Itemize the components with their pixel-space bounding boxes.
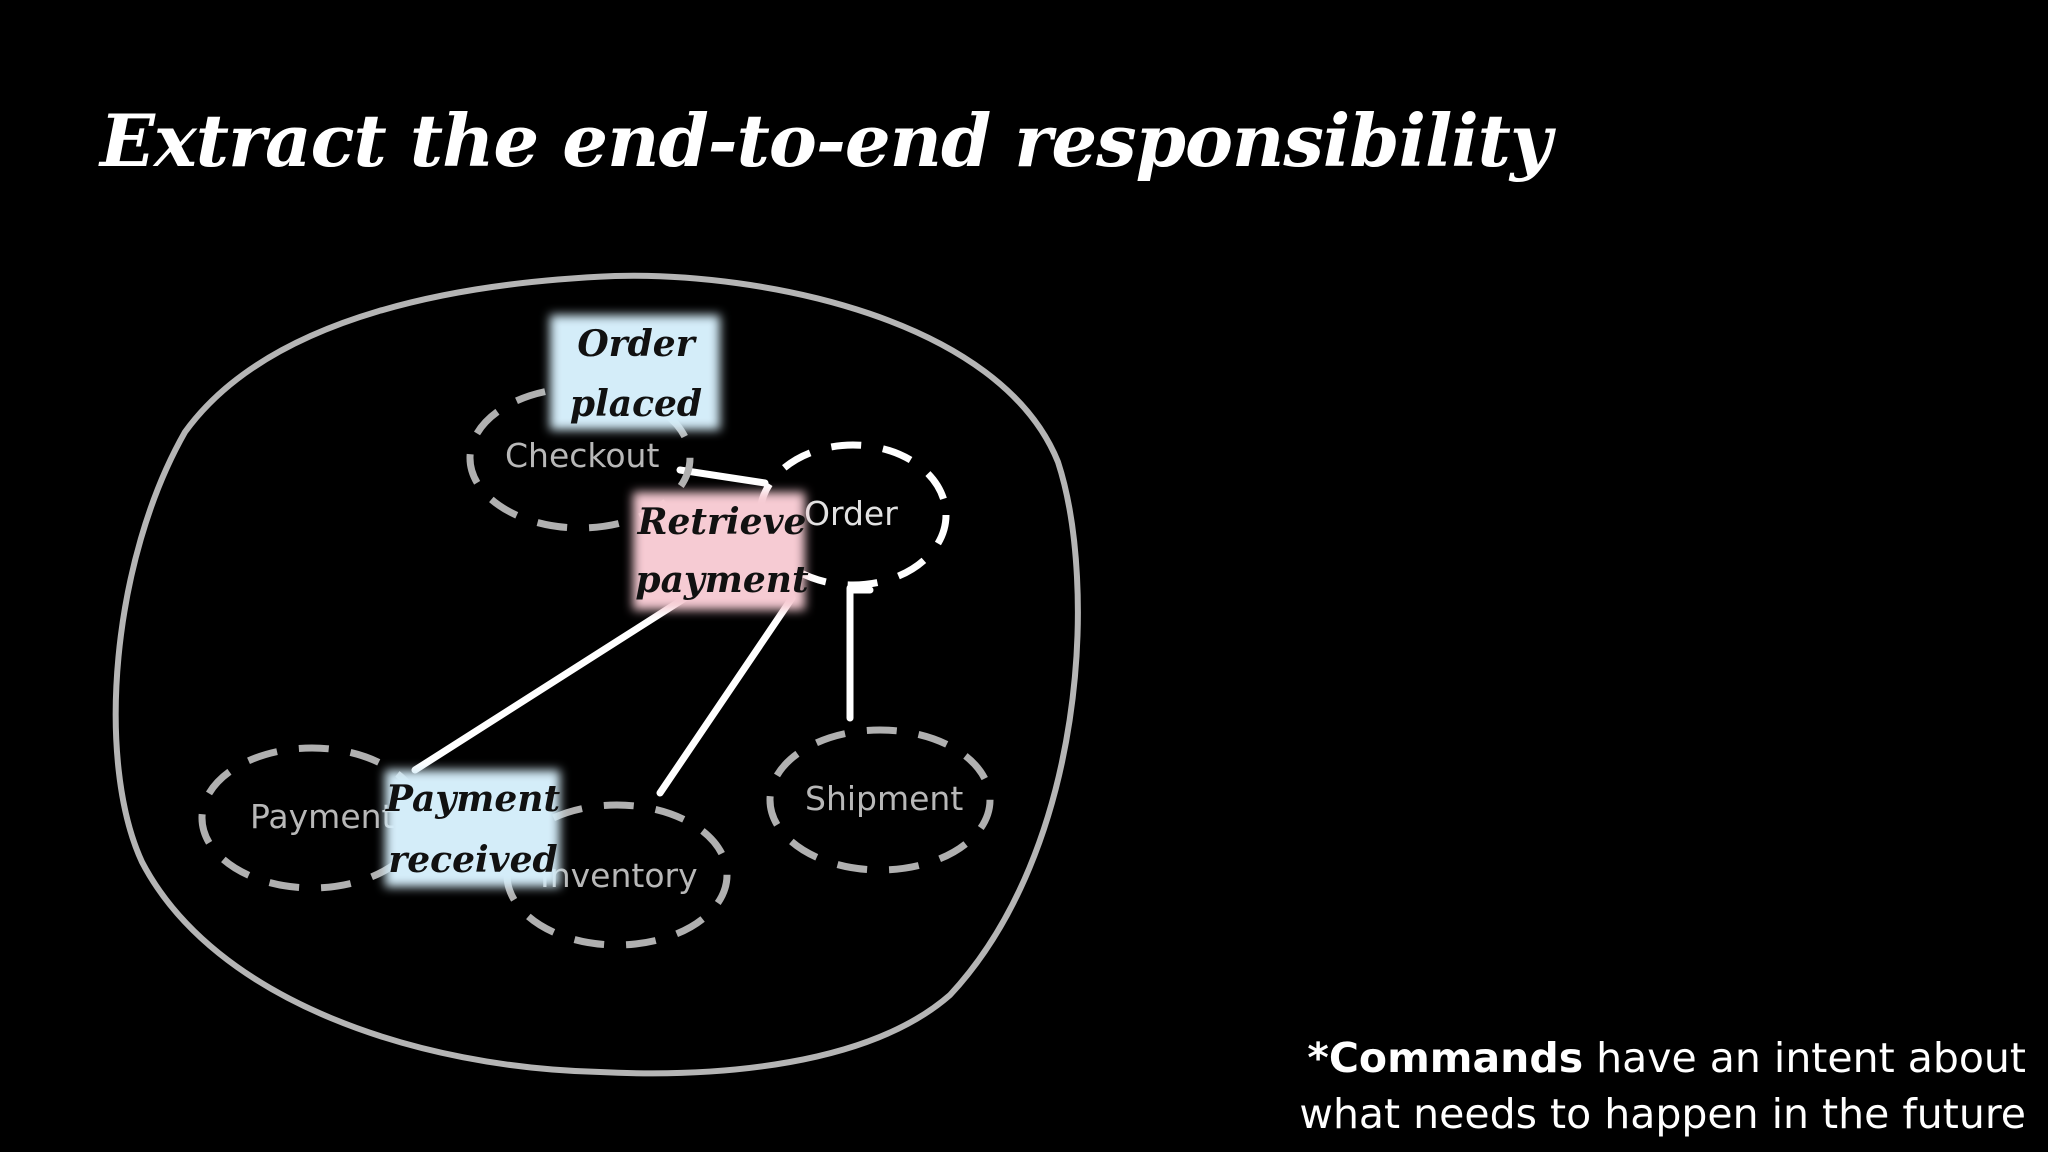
footnote-line-1-rest: have an intent about	[1583, 1034, 2026, 1082]
sticky-order-placed-note	[550, 315, 720, 430]
sticky-payment-received-note	[385, 770, 560, 887]
connector-inventory-line	[656, 594, 796, 797]
sticky-retrieve-payment-line1: Retrieve	[637, 501, 807, 543]
context-label-shipment: Shipment	[805, 779, 963, 818]
sticky-retrieve-payment-note	[633, 492, 805, 610]
sticky-order-placed: Order placed	[550, 315, 720, 430]
sticky-payment-received-line1: Payment	[385, 778, 561, 820]
sticky-order-placed-line2: placed	[570, 383, 702, 425]
context-order	[756, 441, 950, 589]
sticky-retrieve-payment-line2: payment	[635, 559, 809, 601]
context-label-inventory: Inventory	[540, 856, 698, 895]
footnote-emphasis: *Commands	[1307, 1034, 1584, 1082]
context-label-order: Order	[804, 494, 898, 533]
sticky-payment-received-line2: received	[388, 839, 557, 881]
context-label-checkout: Checkout	[505, 436, 659, 475]
footnote-line-1: *Commands have an intent about	[1299, 1030, 2026, 1086]
system-boundary	[112, 272, 1081, 1077]
footnote: *Commands have an intent about what need…	[1299, 1030, 2026, 1142]
context-label-payment: Payment	[250, 797, 395, 836]
connector-payment-line	[411, 594, 689, 774]
context-shipment	[766, 726, 994, 874]
slide-title: Extract the end-to-end responsibility	[100, 98, 1552, 183]
sticky-payment-received: Payment received	[385, 770, 561, 887]
footnote-line-2: what needs to happen in the future	[1299, 1090, 2026, 1138]
connector-checkout-order	[676, 466, 769, 487]
sticky-retrieve-payment: Retrieve payment	[633, 492, 809, 610]
sticky-order-placed-line1: Order	[577, 323, 697, 365]
